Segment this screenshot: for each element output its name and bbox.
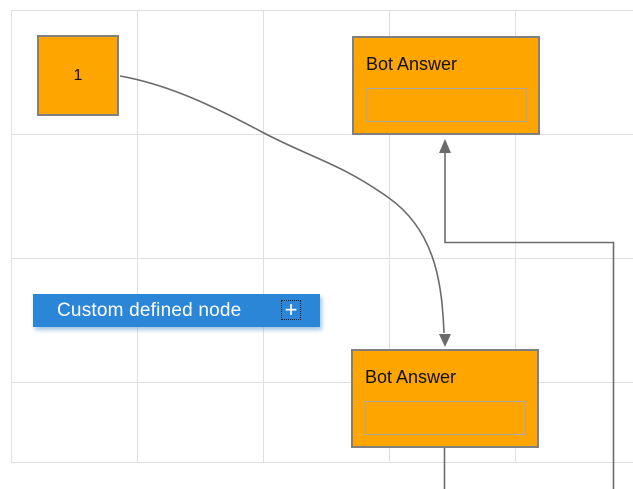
plus-icon[interactable]: + [281, 299, 301, 321]
node-bot-answer-bottom[interactable]: Bot Answer [351, 349, 539, 448]
bot-answer-title: Bot Answer [365, 367, 457, 387]
custom-node-label: Custom defined node [57, 299, 242, 321]
arrow-down-icon[interactable] [439, 334, 451, 347]
connector-orthogonal-path[interactable] [444, 153, 615, 489]
bot-answer-title: Bot Answer [366, 54, 458, 74]
bot-answer-input[interactable] [366, 88, 527, 122]
arrow-up-icon[interactable] [439, 139, 451, 153]
node-bot-answer-top[interactable]: Bot Answer [352, 36, 540, 135]
connector-curve-path[interactable] [119, 75, 445, 334]
node-start-label: 1 [73, 66, 83, 84]
node-start[interactable]: 1 [37, 35, 119, 116]
node-custom-defined[interactable]: Custom defined node + [33, 294, 320, 327]
connector-orthogonal[interactable] [439, 139, 615, 489]
bot-answer-input[interactable] [365, 401, 526, 435]
connector-curve[interactable] [119, 75, 451, 347]
